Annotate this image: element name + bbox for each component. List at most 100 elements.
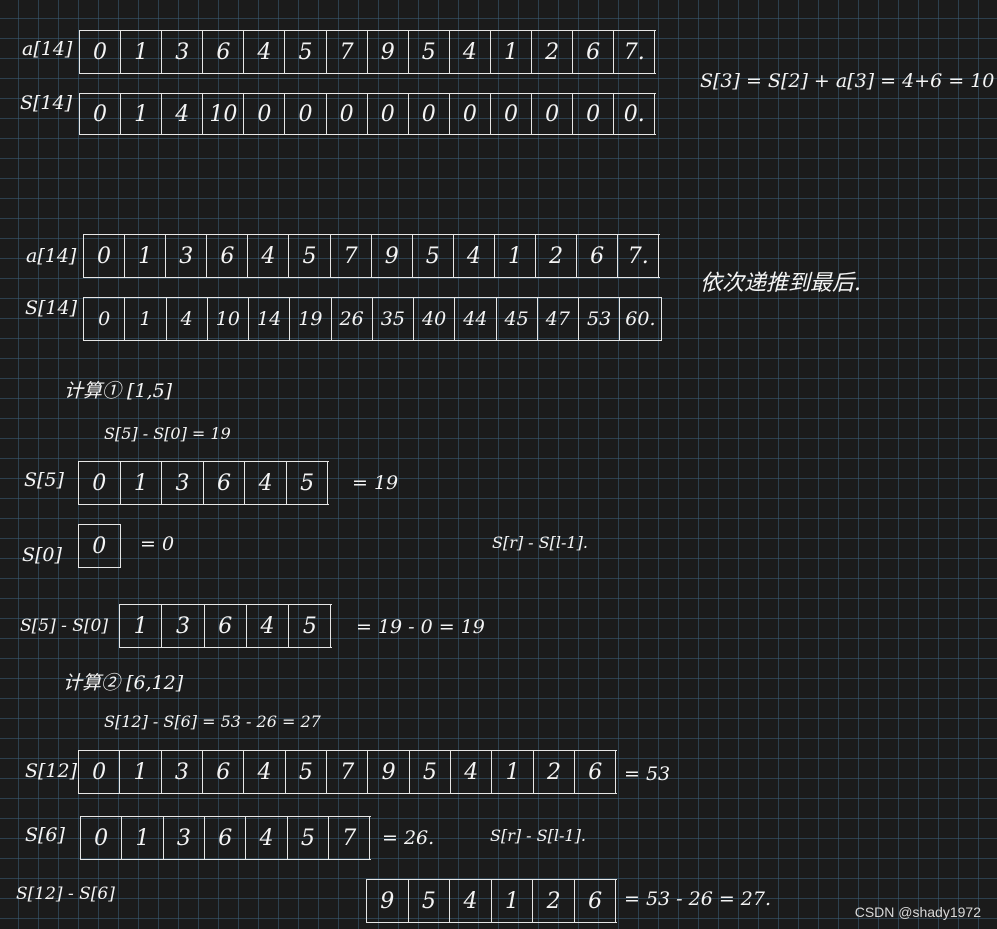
array-cell: 9	[367, 880, 409, 922]
array-cell: 4	[454, 235, 495, 277]
array-cell: 4	[450, 880, 492, 922]
block1-a-label: a[14]	[22, 38, 73, 60]
array-cell: 7.	[614, 31, 656, 73]
array-cell: 0	[79, 462, 121, 504]
calc1-s5-label: S[5]	[24, 469, 64, 491]
array-cell: 4	[450, 31, 491, 73]
array-cell: 1	[121, 31, 163, 73]
array-cell: 5	[287, 462, 329, 504]
array-cell: 6	[207, 235, 249, 277]
array-cell: 7	[331, 235, 372, 277]
array-cell: 9	[368, 31, 409, 73]
calc1-s5-result: = 19	[352, 472, 399, 494]
array-cell: 1	[122, 817, 164, 859]
calc2-title: 计算② [6,12]	[63, 672, 184, 694]
array-cell: 1	[125, 235, 167, 277]
array-cell: 0	[450, 94, 491, 134]
calc2-s6-label: S[6]	[25, 824, 65, 846]
array-cell: 6	[573, 31, 615, 73]
array-cell: 1	[121, 462, 163, 504]
array-cell: 1	[120, 605, 163, 647]
array-cell: 6	[204, 462, 246, 504]
array-cell: 7.	[618, 235, 660, 277]
array-cell: 4	[451, 751, 493, 793]
array-cell: 0.	[614, 94, 656, 134]
array-cell: 9	[372, 235, 413, 277]
array-cell: 0	[244, 94, 286, 134]
array-cell: 0	[368, 94, 409, 134]
array-cell: 4	[244, 31, 286, 73]
array-cell: 4	[246, 817, 288, 859]
array-cell: 3	[166, 235, 208, 277]
array-cell: 2	[536, 235, 578, 277]
array-cell: 1	[121, 94, 163, 134]
calc1-formula: S[5] - S[0] = 19	[104, 424, 231, 443]
array-cell: 47	[538, 298, 579, 340]
block2-a-label: a[14]	[26, 245, 77, 267]
calc2-s12-label: S[12]	[25, 760, 78, 782]
array-cell: 7	[327, 31, 368, 73]
array-cell: 40	[414, 298, 456, 340]
calc2-general: S[r] - S[l-1].	[490, 826, 586, 845]
block2-note: 依次递推到最后.	[700, 271, 861, 296]
array-cell: 45	[497, 298, 538, 340]
array-cell: 0	[84, 298, 126, 340]
block1-note: S[3] = S[2] + a[3] = 4+6 = 10	[700, 70, 995, 92]
array-cell: 6	[575, 751, 617, 793]
array-cell: 1	[120, 751, 162, 793]
block2-s-label: S[14]	[25, 297, 78, 319]
array-cell: 5	[289, 605, 332, 647]
array-cell: 2	[534, 751, 576, 793]
array-cell: 44	[455, 298, 497, 340]
array-cell: 6	[203, 751, 245, 793]
array-cell: 1	[125, 298, 167, 340]
array-cell: 0	[285, 94, 327, 134]
array-cell: 5	[286, 751, 328, 793]
array-cell: 2	[532, 31, 574, 73]
csdn-watermark: CSDN @shady1972	[854, 904, 981, 920]
calc1-diff-result: = 19 - 0 = 19	[356, 616, 485, 638]
array-cell: 26	[332, 298, 373, 340]
calc1-title: 计算① [1,5]	[64, 380, 173, 402]
calc2-s12-result: = 53	[624, 763, 671, 785]
array-cell: 4	[245, 462, 287, 504]
array-cell: 19	[290, 298, 332, 340]
array-cell: 6	[205, 817, 247, 859]
array-cell: 5	[289, 235, 331, 277]
array-cell: 0	[532, 94, 574, 134]
array-cell: 6	[575, 880, 617, 922]
calc1-diff-label: S[5] - S[0]	[20, 616, 109, 636]
array-cell: 7	[327, 751, 369, 793]
calc1-general: S[r] - S[l-1].	[492, 533, 588, 552]
calc2-diff-result: = 53 - 26 = 27.	[624, 888, 772, 910]
array-cell: 3	[162, 462, 204, 504]
array-cell: 2	[533, 880, 575, 922]
array-cell: 6	[205, 605, 247, 647]
array-cell: 10	[208, 298, 249, 340]
array-cell: 1	[495, 235, 537, 277]
array-cell: 10	[203, 94, 245, 134]
array-cell: 0	[80, 94, 122, 134]
calc2-diff-label: S[12] - S[6]	[16, 884, 115, 904]
array-cell: 4	[244, 751, 286, 793]
array-cell: 1	[491, 31, 533, 73]
array-cell: 1	[492, 751, 534, 793]
array-cell: 53	[579, 298, 621, 340]
array-cell: 0	[327, 94, 368, 134]
calc1-s0-array: 0	[78, 524, 121, 568]
array-cell: 1	[492, 880, 534, 922]
array-cell: 4	[162, 94, 204, 134]
array-cell: 3	[162, 751, 204, 793]
array-cell: 0	[409, 94, 450, 134]
array-cell: 0	[79, 751, 121, 793]
array-cell: 0	[80, 31, 122, 73]
array-cell: 4	[247, 605, 290, 647]
calc2-formula: S[12] - S[6] = 53 - 26 = 27	[104, 712, 321, 731]
array-cell: 5	[410, 751, 452, 793]
